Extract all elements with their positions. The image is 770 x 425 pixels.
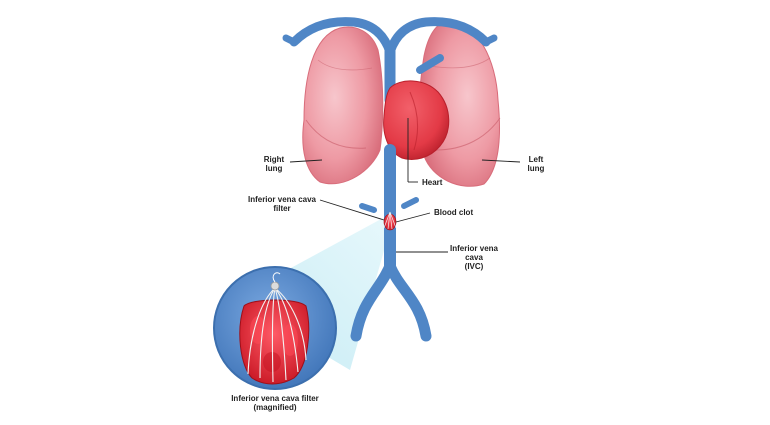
right-lung: [302, 26, 384, 185]
leader-lines: [289, 118, 521, 253]
ivc-label: Inferior vena cava (IVC): [449, 244, 498, 271]
ivc-filter-label: Inferior vena cava filter: [247, 195, 317, 213]
heart-label: Heart: [422, 178, 443, 187]
right-lung-label: Right lung: [263, 155, 285, 173]
inferior-vena-cava: [350, 144, 432, 342]
superior-veins: [282, 17, 498, 106]
magnifier: [213, 266, 337, 390]
heart: [383, 80, 450, 160]
blood-clot-label: Blood clot: [434, 208, 474, 217]
left-lung-label: Left lung: [527, 155, 545, 173]
magnified-filter-struts: [247, 287, 307, 383]
filter-hook: [270, 281, 280, 291]
magnified-filter-label: Inferior vena cava filter (magnified): [231, 394, 319, 412]
